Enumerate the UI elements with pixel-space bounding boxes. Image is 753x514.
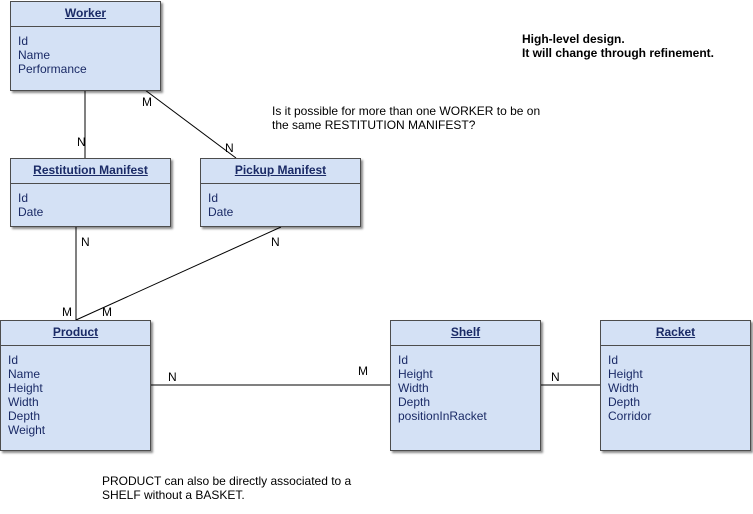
attribute: Performance	[18, 62, 87, 76]
attribute: Weight	[8, 423, 46, 437]
cardinality-label: N	[271, 235, 280, 249]
pickup-product-line	[75, 226, 282, 321]
attribute-list: Id Date	[11, 184, 170, 219]
cardinality-label: N	[168, 370, 177, 384]
attribute: Depth	[8, 409, 41, 423]
entity-shelf[interactable]: Shelf Id Height Width Depth positionInRa…	[390, 320, 541, 451]
note-line: It will change through refinement.	[522, 46, 715, 60]
attribute-list: Id Height Width Depth Corridor	[601, 346, 750, 423]
attribute: Id	[18, 191, 29, 205]
entity-title: Worker	[11, 2, 160, 27]
worker-pickup-line	[144, 89, 237, 159]
entity-title: Restitution Manifest	[11, 159, 170, 184]
attribute: Date	[18, 205, 44, 219]
attribute: Depth	[608, 395, 641, 409]
attribute-list: Id Name Height Width Depth Weight	[1, 346, 150, 437]
attribute: Height	[608, 367, 643, 381]
design-note: High-level design. It will change throug…	[522, 32, 714, 60]
product-note: PRODUCT can also be directly associated …	[102, 474, 351, 502]
attribute-list: Id Date	[201, 184, 360, 219]
entity-restitution-manifest[interactable]: Restitution Manifest Id Date	[10, 158, 171, 227]
attribute: Id	[8, 353, 19, 367]
note-line: Is it possible for more than one WORKER …	[272, 104, 541, 118]
attribute: positionInRacket	[398, 409, 487, 423]
attribute: Id	[608, 353, 619, 367]
entity-pickup-manifest[interactable]: Pickup Manifest Id Date	[200, 158, 361, 227]
attribute: Depth	[398, 395, 431, 409]
attribute: Id	[18, 34, 29, 48]
cardinality-label: N	[225, 141, 234, 155]
attribute-list: Id Name Performance	[11, 27, 160, 76]
attribute-list: Id Height Width Depth positionInRacket	[391, 346, 540, 423]
attribute: Height	[8, 381, 43, 395]
entity-title: Pickup Manifest	[201, 159, 360, 184]
entity-worker[interactable]: Worker Id Name Performance	[10, 1, 161, 91]
cardinality-label: M	[142, 95, 152, 109]
question-note: Is it possible for more than one WORKER …	[272, 104, 540, 132]
attribute: Height	[398, 367, 433, 381]
attribute: Name	[18, 48, 51, 62]
note-line: the same RESTITUTION MANIFEST?	[272, 118, 476, 132]
cardinality-label: N	[551, 370, 560, 384]
note-line: SHELF without a BASKET.	[102, 488, 245, 502]
attribute: Id	[208, 191, 219, 205]
attribute: Width	[8, 395, 39, 409]
attribute: Id	[398, 353, 409, 367]
cardinality-label: M	[102, 305, 112, 319]
cardinality-label: M	[62, 305, 72, 319]
entity-title: Product	[1, 321, 150, 346]
note-line: PRODUCT can also be directly associated …	[102, 474, 352, 488]
attribute: Corridor	[608, 409, 652, 423]
entity-product[interactable]: Product Id Name Height Width Depth Weigh…	[0, 320, 151, 451]
cardinality-label: N	[77, 135, 86, 149]
attribute: Date	[208, 205, 234, 219]
entity-title: Shelf	[391, 321, 540, 346]
cardinality-label: N	[81, 235, 90, 249]
attribute: Name	[8, 367, 41, 381]
note-line: High-level design.	[522, 32, 625, 46]
entity-racket[interactable]: Racket Id Height Width Depth Corridor	[600, 320, 751, 451]
entity-title: Racket	[601, 321, 750, 346]
attribute: Width	[608, 381, 639, 395]
cardinality-label: M	[358, 364, 368, 378]
attribute: Width	[398, 381, 429, 395]
